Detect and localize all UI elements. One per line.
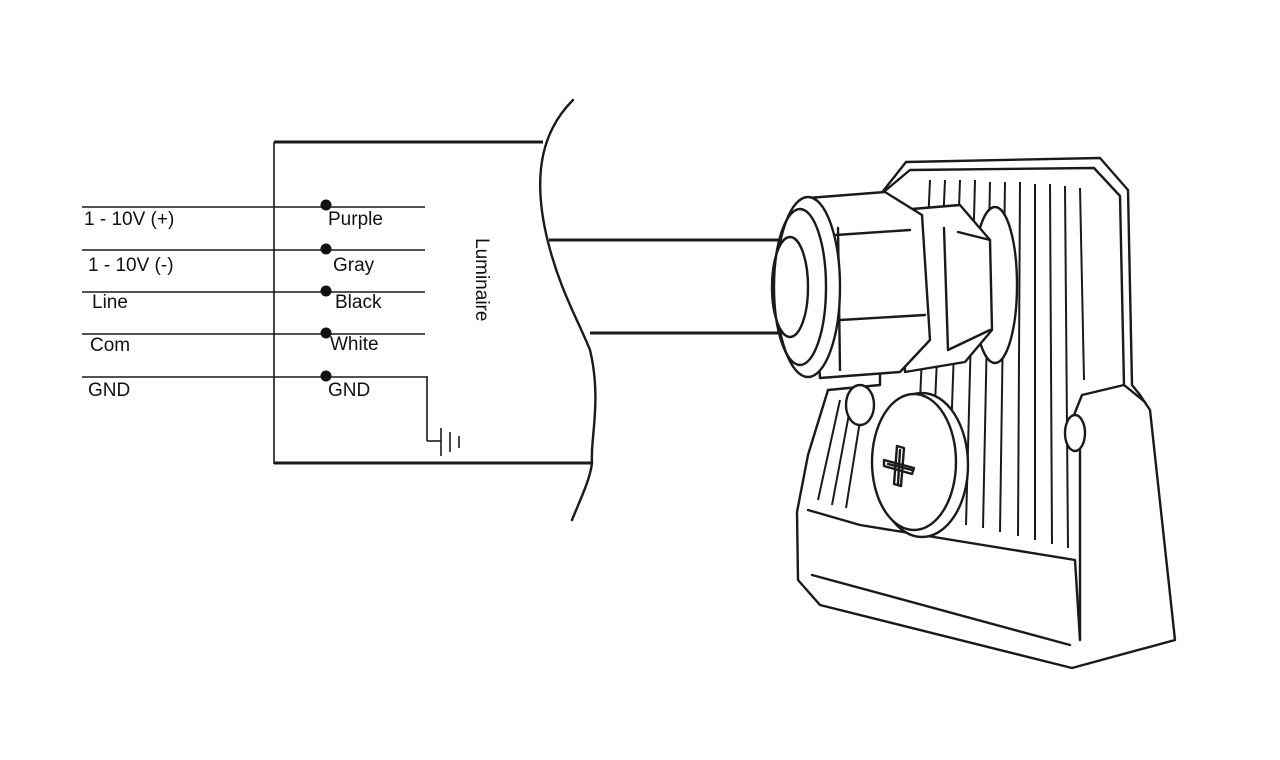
wire-color-label: Black [335,292,382,313]
terminal-dot [320,370,332,382]
screw-plus-icon [882,444,916,488]
wire-row: GND GND [82,370,428,401]
terminal-dot [320,243,332,255]
wire-color-label: Gray [333,255,375,276]
input-label: 1 - 10V (+) [84,209,174,230]
input-label: GND [88,380,130,401]
wire-row: 1 - 10V (+) Purple [82,199,425,230]
luminaire-label: Luminaire [471,238,492,321]
power-cable [549,238,782,335]
ground-symbol [426,377,460,456]
wire-color-label: Purple [328,209,383,230]
flood-light-icon [770,156,1177,670]
terminal-dot [320,285,332,297]
terminal-dot [320,199,332,211]
wire-color-label: White [330,334,379,355]
wire-rows: 1 - 10V (+) Purple 1 - 10V (-) Gray Line… [82,199,428,401]
wire-row: Com White [82,327,425,356]
junction-box [273,98,597,522]
terminal-dot [320,327,332,339]
input-label: Line [92,292,128,313]
input-label: Com [90,335,130,356]
input-label: 1 - 10V (-) [88,255,174,276]
wire-row: Line Black [82,285,425,313]
wire-color-label: GND [328,380,370,401]
wire-row: 1 - 10V (-) Gray [82,243,425,276]
